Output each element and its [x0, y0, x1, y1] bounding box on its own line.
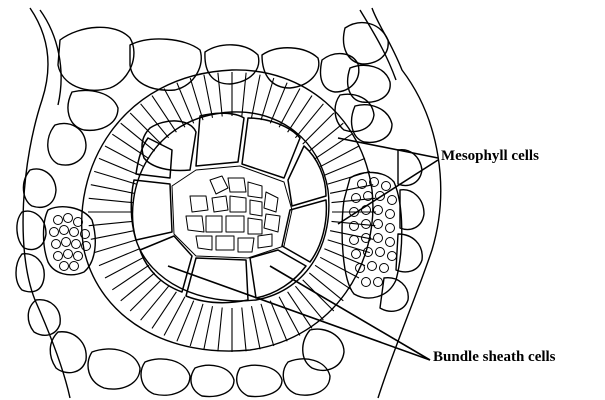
mesophyll-cell-wall — [112, 265, 149, 290]
mesophyll-cell-wall — [218, 73, 222, 117]
mesophyll-cell-wall — [89, 221, 133, 225]
bundle-sheath-cells-label: Bundle sheath cells — [433, 349, 556, 366]
mesophyll-cell-wall — [130, 113, 161, 144]
mesophyll-cell-wall — [288, 96, 312, 133]
mesophyll-cell-wall — [295, 286, 323, 320]
mesophyll-cell-wall — [242, 308, 246, 352]
lower-epidermis-cells — [88, 329, 344, 396]
mesophyll-cell-wall — [218, 308, 222, 352]
mesophyll-cell-wall — [190, 304, 203, 346]
mesophyll-cell-wall — [141, 104, 169, 138]
mesophyll-cell-wall — [190, 78, 203, 120]
mesophyll-cell-wall — [152, 96, 176, 133]
upper-epidermis-cells — [58, 27, 374, 131]
mesophyll-cell-wall — [242, 73, 246, 117]
mesophyll-pointer-lines — [338, 138, 438, 224]
mesophyll-cell-wall — [261, 78, 274, 120]
mesophyll-cell-wall — [91, 231, 134, 240]
mesophyll-cell-wall — [121, 273, 155, 301]
mesophyll-cells-label: Mesophyll cells — [441, 148, 539, 165]
mesophyll-cell-wall — [309, 273, 343, 301]
mesophyll-cell-wall — [261, 304, 274, 346]
mesophyll-cell-wall — [89, 198, 133, 202]
mesophyll-cell-wall — [295, 104, 323, 138]
mesophyll-cell-wall — [204, 306, 213, 349]
mesophyll-cell-wall — [330, 231, 373, 240]
central-vascular-bundle — [172, 166, 292, 258]
mesophyll-cell-wall — [152, 292, 176, 329]
mesophyll-cell-wall — [141, 286, 169, 320]
mesophyll-cell-wall — [130, 280, 161, 311]
mesophyll-cell-wall — [94, 171, 136, 184]
mesophyll-cell-wall — [303, 280, 334, 311]
mesophyll-cell-wall — [309, 123, 343, 151]
mesophyll-cell-wall — [252, 75, 261, 118]
mesophyll-cell-wall — [91, 185, 134, 194]
mesophyll-cell-wall — [315, 134, 352, 159]
mesophyll-cell-wall — [303, 113, 334, 144]
mesophyll-cell-wall — [94, 240, 136, 253]
mesophyll-cell-wall — [204, 75, 213, 118]
mesophyll-cell-wall — [252, 306, 261, 349]
